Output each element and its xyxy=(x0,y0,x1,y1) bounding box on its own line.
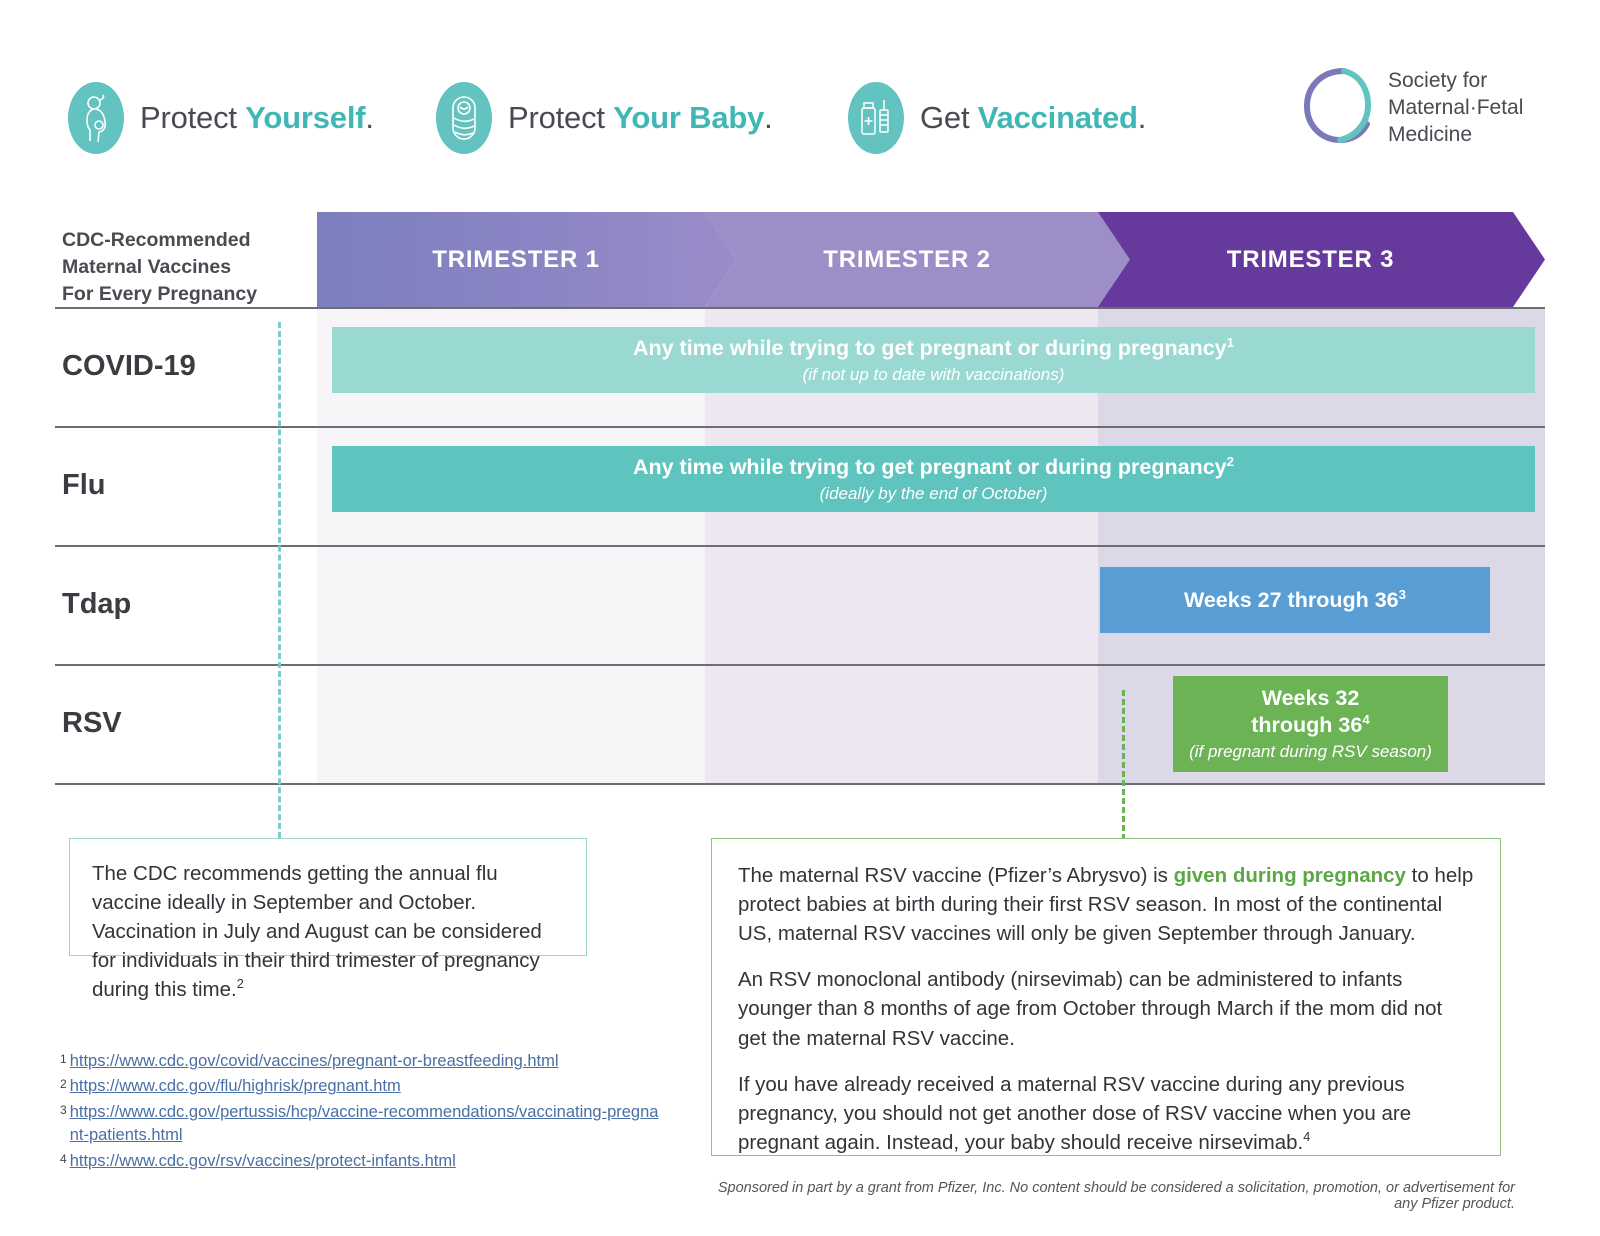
row-divider xyxy=(55,664,1545,666)
sponsor-disclaimer: Sponsored in part by a grant from Pfizer… xyxy=(717,1180,1515,1212)
callout-rsv-paragraph-2: An RSV monoclonal antibody (nirsevimab) … xyxy=(738,968,1443,1050)
column-header-trimester-2: TRIMESTER 2 xyxy=(705,212,1131,307)
footnote-item: 3 https://www.cdc.gov/pertussis/hcp/vacc… xyxy=(60,1101,660,1148)
logo-line-1: Society for xyxy=(1388,68,1488,92)
callout-flu-marker: 2 xyxy=(236,976,244,992)
footnote-link-tdap[interactable]: https://www.cdc.gov/pertussis/hcp/vaccin… xyxy=(69,1102,659,1145)
callout-rsv-paragraph-3: If you have already received a maternal … xyxy=(738,1072,1412,1154)
footnote-list: 1 https://www.cdc.gov/covid/vaccines/pre… xyxy=(60,1050,660,1175)
bar-primary-text: Any time while trying to get pregnant or… xyxy=(632,334,1235,361)
row-divider xyxy=(55,307,1545,309)
callout-flu-note: The CDC recommends getting the annual fl… xyxy=(69,838,587,1001)
tagline-text: Get Vaccinated. xyxy=(920,100,1147,135)
table-row: COVID-19 Any time while trying to get pr… xyxy=(55,307,1545,426)
vaccine-name-tdap: Tdap xyxy=(62,588,132,620)
table-row: RSV Weeks 32 through 364 (if pregnant du… xyxy=(55,664,1545,783)
vaccine-name-flu: Flu xyxy=(62,469,106,501)
table-corner-label: CDC-Recommended Maternal Vaccines For Ev… xyxy=(62,227,312,308)
footnote-number: 1 xyxy=(60,1052,67,1066)
footnote-item: 1 https://www.cdc.gov/covid/vaccines/pre… xyxy=(60,1050,660,1073)
footnote-number: 2 xyxy=(60,1077,67,1092)
header-banner: Protect Yourself. Protect Your Baby. xyxy=(0,0,1600,190)
schedule-bar-flu: Any time while trying to get pregnant or… xyxy=(332,446,1535,512)
column-header-trimester-1: TRIMESTER 1 xyxy=(317,212,737,307)
tagline-protect-your-baby: Protect Your Baby. xyxy=(436,82,773,154)
logo-line-3: Medicine xyxy=(1388,123,1473,147)
schedule-bar-covid-19: Any time while trying to get pregnant or… xyxy=(332,327,1535,393)
corner-line-3: For Every Pregnancy xyxy=(62,282,258,305)
schedule-bar-rsv: Weeks 32 through 364 (if pregnant during… xyxy=(1173,676,1448,772)
row-divider xyxy=(55,545,1545,547)
vaccine-vial-syringe-icon xyxy=(848,82,904,154)
smfm-logo: Society for Maternal·Fetal Medicine xyxy=(1300,66,1523,149)
bar-primary-text: Any time while trying to get pregnant or… xyxy=(632,453,1235,480)
table-bottom-divider xyxy=(55,783,1545,785)
bar-secondary-text: (if pregnant during RSV season) xyxy=(1189,741,1432,761)
bar-primary-line-1: Weeks 32 xyxy=(1261,686,1360,710)
trimester-1-label: TRIMESTER 1 xyxy=(432,245,600,273)
trimester-3-label: TRIMESTER 3 xyxy=(1226,245,1395,273)
swaddled-baby-icon xyxy=(436,82,492,154)
pregnant-woman-icon xyxy=(68,82,124,154)
schedule-bar-tdap: Weeks 27 through 363 xyxy=(1100,567,1490,633)
footnote-link-covid[interactable]: https://www.cdc.gov/covid/vaccines/pregn… xyxy=(69,1052,559,1070)
callout-rsv-note: The maternal RSV vaccine (Pfizer’s Abrys… xyxy=(711,838,1501,1156)
row-divider xyxy=(55,426,1545,428)
smfm-logo-text: Society for Maternal·Fetal Medicine xyxy=(1388,67,1523,149)
bar-secondary-text: (if not up to date with vaccinations) xyxy=(802,364,1065,384)
table-header-row: CDC-Recommended Maternal Vaccines For Ev… xyxy=(55,212,1545,307)
footnote-item: 2 https://www.cdc.gov/flu/highrisk/pregn… xyxy=(60,1075,660,1098)
footnote-item: 4 https://www.cdc.gov/rsv/vaccines/prote… xyxy=(60,1150,660,1173)
vaccine-name-covid-19: COVID-19 xyxy=(62,350,196,382)
column-header-trimester-3: TRIMESTER 3 xyxy=(1098,212,1545,307)
callout-rsv-highlight: given during pregnancy xyxy=(1173,864,1406,887)
vaccine-schedule-table: CDC-Recommended Maternal Vaccines For Ev… xyxy=(55,212,1545,785)
tagline-protect-yourself: Protect Yourself. xyxy=(68,82,374,154)
connector-line-rsv xyxy=(1122,690,1125,840)
footnote-number: 4 xyxy=(60,1151,67,1166)
callout-flu-text: The CDC recommends getting the annual fl… xyxy=(92,862,542,1002)
footnote-number: 3 xyxy=(60,1102,67,1117)
connector-line-flu xyxy=(278,322,281,838)
smfm-circle-logo-icon xyxy=(1300,66,1374,149)
footnote-link-rsv[interactable]: https://www.cdc.gov/rsv/vaccines/protect… xyxy=(69,1151,456,1170)
table-row: Tdap Weeks 27 through 363 xyxy=(55,545,1545,664)
bar-primary-text: Weeks 27 through 363 xyxy=(1183,586,1407,612)
corner-line-2: Maternal Vaccines xyxy=(62,255,232,278)
callout-rsv-paragraph-1: The maternal RSV vaccine (Pfizer’s Abrys… xyxy=(738,864,1474,946)
trimester-2-label: TRIMESTER 2 xyxy=(823,245,991,273)
tagline-text: Protect Your Baby. xyxy=(508,100,773,135)
vaccine-name-rsv: RSV xyxy=(62,707,122,739)
tagline-get-vaccinated: Get Vaccinated. xyxy=(848,82,1146,154)
bar-primary-line-2: through 364 xyxy=(1251,711,1370,737)
table-row: Flu Any time while trying to get pregnan… xyxy=(55,426,1545,545)
logo-line-2: Maternal·Fetal xyxy=(1388,95,1524,119)
bar-secondary-text: (ideally by the end of October) xyxy=(819,483,1048,503)
footnote-link-flu[interactable]: https://www.cdc.gov/flu/highrisk/pregnan… xyxy=(69,1077,401,1096)
tagline-text: Protect Yourself. xyxy=(140,100,374,135)
corner-line-1: CDC-Recommended xyxy=(62,229,251,251)
